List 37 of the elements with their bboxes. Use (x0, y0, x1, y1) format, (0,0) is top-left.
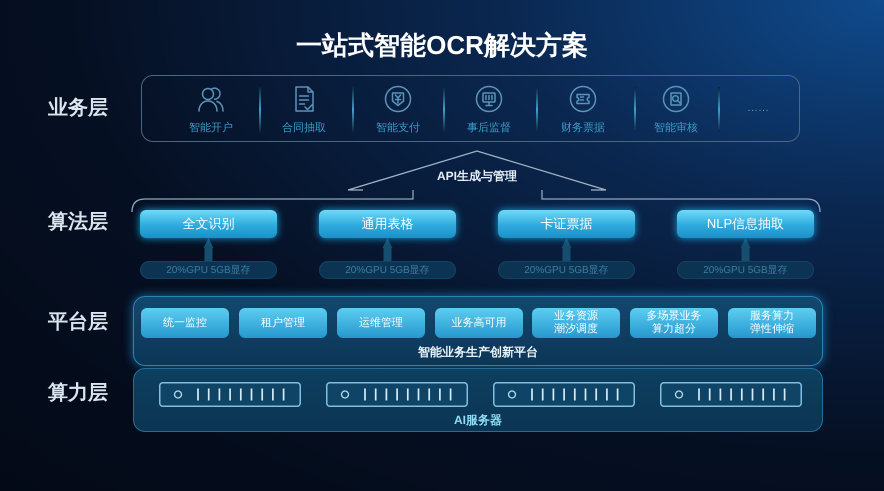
module-box: 全文识别 (140, 210, 277, 238)
resource-tag: 20%GPU 5GB显存 (140, 261, 277, 279)
feature-box: 业务资源潮汐调度 (532, 308, 620, 338)
feature-label: …… (747, 102, 769, 115)
roof-label: API生成与管理 (437, 169, 517, 184)
resource-tag: 20%GPU 5GB显存 (498, 261, 635, 279)
feature-label: 合同抽取 (282, 122, 326, 135)
feature-label: 财务票据 (561, 122, 605, 135)
feature-label: 智能支付 (376, 122, 420, 135)
module-box: 通用表格 (319, 210, 456, 238)
resource-tag: 20%GPU 5GB显存 (677, 261, 814, 279)
resource-tag: 20%GPU 5GB显存 (319, 261, 456, 279)
compute-panel (133, 368, 823, 432)
platform-caption: 智能业务生产创新平台 (418, 345, 538, 360)
compute-caption: AI服务器 (454, 413, 502, 428)
arrow (382, 238, 392, 261)
feature-label: 智能开户 (189, 122, 233, 135)
layer-label: 算力层 (48, 381, 108, 405)
arrow (562, 238, 572, 261)
layer-panel (141, 75, 800, 142)
feature-box: 运维管理 (337, 308, 425, 338)
module-box: 卡证票据 (498, 210, 635, 238)
feature-box: 租户管理 (239, 308, 327, 338)
feature-label: 事后监督 (467, 122, 511, 135)
feature-box: 多场景业务算力超分 (630, 308, 718, 338)
title: 一站式智能OCR解决方案 (296, 29, 588, 61)
feature-box: 统一监控 (141, 308, 229, 338)
feature-box: 业务高可用 (435, 308, 523, 338)
layer-label: 平台层 (48, 310, 108, 334)
arrow (204, 238, 214, 261)
module-box: NLP信息抽取 (677, 210, 814, 238)
layer-label: 业务层 (48, 96, 108, 120)
feature-box: 服务算力弹性伸缩 (728, 308, 816, 338)
feature-label: 智能审核 (654, 122, 698, 135)
platform-panel (133, 296, 823, 366)
layer-label: 算法层 (48, 210, 108, 234)
arrow (740, 238, 750, 261)
